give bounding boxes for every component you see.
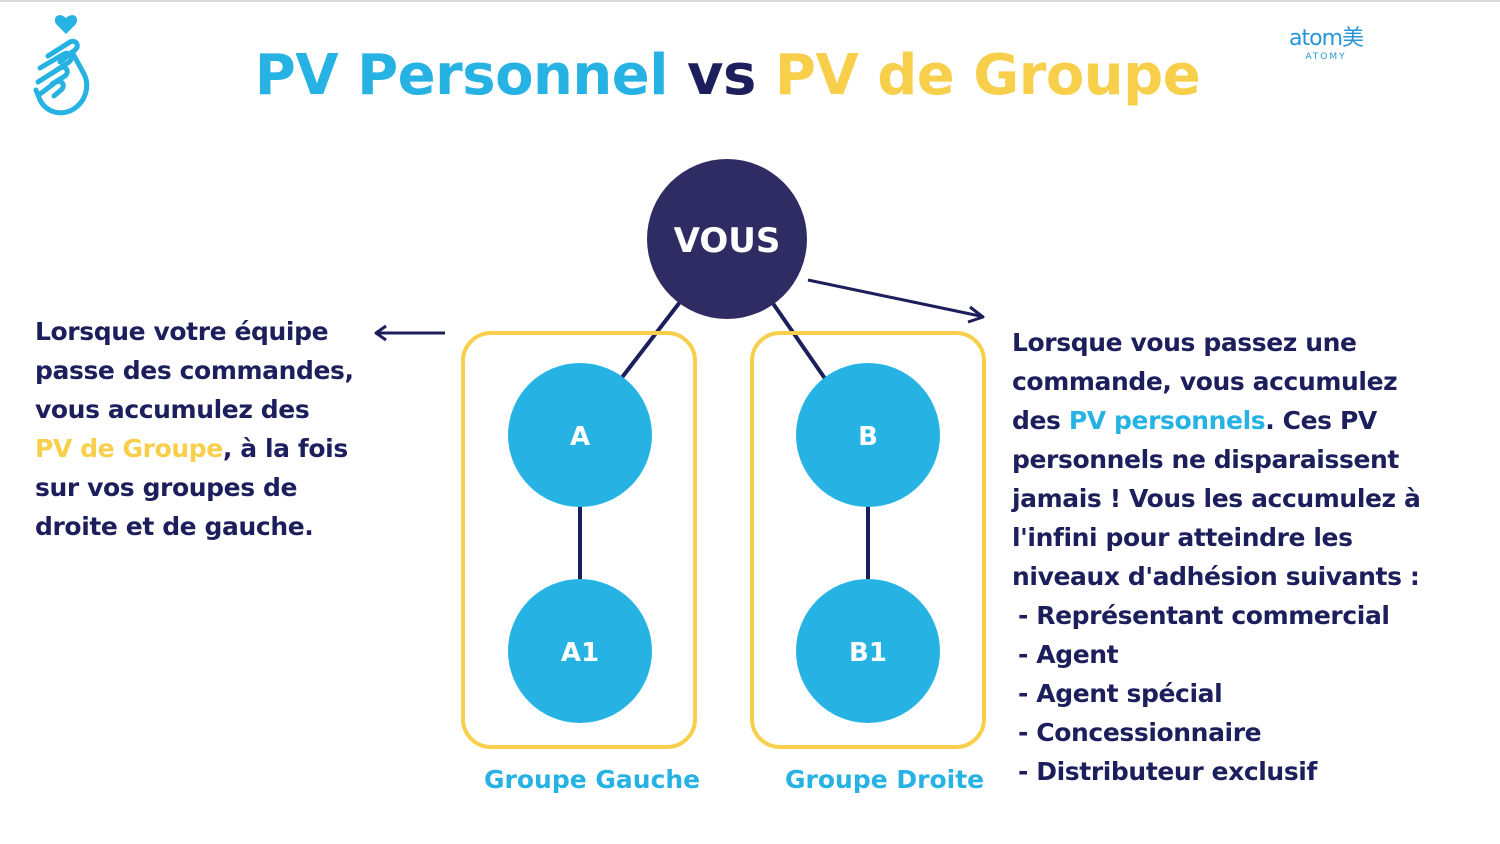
group-left-label: Groupe Gauche [484,765,701,794]
connector-root-a [618,300,682,382]
node-a1-label: A1 [561,638,599,668]
title-group-pv: PV de Groupe [774,43,1201,108]
group-pv-explanation: Lorsque votre équipe passe des commandes… [35,312,415,546]
membership-levels-list: - Représentant commercial - Agent - Agen… [1012,596,1482,791]
list-item: - Représentant commercial [1018,601,1390,630]
personal-pv-explanation: Lorsque vous passez une commande, vous a… [1012,323,1482,791]
list-item: - Agent [1018,640,1119,669]
node-vous [647,159,807,319]
brand-sub: ATOMY [1305,52,1347,62]
personal-pv-highlight: PV personnels [1068,406,1266,435]
node-vous-label: VOUS [674,221,781,261]
left-text-line: sur vos groupes de [35,473,298,502]
left-text-line: droite et de gauche. [35,512,314,541]
left-text-line: PV de Groupe, à la fois [35,429,415,468]
right-text-line: commande, vous accumulez [1012,367,1398,396]
connector-root-b [770,300,828,382]
title-personal-pv: PV Personnel [254,43,669,108]
node-b [796,363,940,507]
page-title: PV Personnel vs PV de Groupe [0,36,1455,116]
right-text-fragment: . Ces PV [1265,406,1377,435]
node-b-label: B [858,422,878,452]
list-item: - Concessionnaire [1018,718,1262,747]
right-text-fragment: des [1012,406,1069,435]
node-a1 [508,579,652,723]
top-border [0,0,1500,2]
group-pv-highlight: PV de Groupe [35,434,223,463]
left-group-box [461,331,697,749]
left-text-line: Lorsque votre équipe [35,317,329,346]
node-b1 [796,579,940,723]
group-right-label: Groupe Droite [785,765,985,794]
list-item: - Distributeur exclusif [1018,757,1317,786]
arrow-right-icon [807,278,985,324]
title-vs: vs [686,43,756,108]
right-text-line: jamais ! Vous les accumulez à [1012,484,1421,513]
brand-word: atom美 [1289,26,1364,51]
right-text-line: l'infini pour atteindre les [1012,523,1353,552]
left-text-line: passe des commandes, [35,356,354,385]
brand-logo: atom美 ATOMY [1286,26,1366,62]
arrow-left-icon [374,324,445,342]
node-a-label: A [570,422,590,452]
node-b1-label: B1 [849,638,887,668]
right-text-line: niveaux d'adhésion suivants : [1012,562,1420,591]
finger-heart-icon [33,15,90,116]
list-item: - Agent spécial [1018,679,1223,708]
right-text-line: personnels ne disparaissent [1012,445,1399,474]
left-text-line: vous accumulez des [35,395,310,424]
node-a [508,363,652,507]
left-text-fragment: , à la fois [222,434,348,463]
right-text-line: des PV personnels. Ces PV [1012,401,1482,440]
right-group-box [750,331,986,749]
right-text-line: Lorsque vous passez une [1012,328,1357,357]
